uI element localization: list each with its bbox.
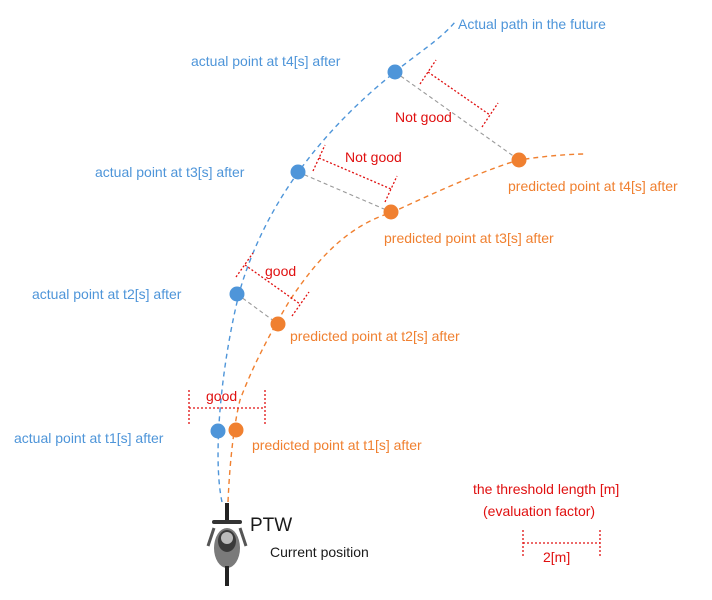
- actual-path-line: [217, 21, 456, 503]
- threshold-title-line1: the threshold length [m]: [473, 481, 619, 497]
- predicted-point-t4: [511, 152, 527, 168]
- actual-point-t4-label: actual point at t4[s] after: [191, 53, 341, 69]
- connector-t4: [394, 71, 520, 161]
- predicted-point-t3: [383, 204, 399, 220]
- actual-point-t1-label: actual point at t1[s] after: [14, 430, 164, 446]
- threshold-bracket-t3: [312, 144, 398, 203]
- threshold-title-line2: (evaluation factor): [483, 503, 595, 519]
- actual-point-t2: [229, 286, 245, 302]
- connector-t2: [236, 293, 279, 325]
- actual-point-t2-label: actual point at t2[s] after: [32, 286, 182, 302]
- threshold-bracket-t1: [188, 390, 266, 426]
- actual-point-t1: [210, 423, 226, 439]
- predicted-point-t3-label: predicted point at t3[s] after: [384, 230, 554, 246]
- connectors: [236, 71, 520, 325]
- actual-point-t4: [387, 64, 403, 80]
- predicted-point-t2: [270, 316, 286, 332]
- actual-path-label: Actual path in the future: [458, 16, 606, 32]
- motorcycle-rider-icon: [206, 503, 248, 586]
- actual-point-t3-label: actual point at t3[s] after: [95, 164, 245, 180]
- eval-t4-label: Not good: [395, 109, 452, 125]
- predicted-point-t1-label: predicted point at t1[s] after: [252, 437, 422, 453]
- vehicle-label: PTW: [250, 515, 292, 536]
- threshold-value-label: 2[m]: [543, 549, 570, 565]
- connector-t3: [297, 171, 392, 213]
- threshold-bracket-t4: [419, 59, 499, 128]
- predicted-point-t2-label: predicted point at t2[s] after: [290, 328, 460, 344]
- eval-t2-label: good: [265, 263, 296, 279]
- predicted-point-t1: [228, 422, 244, 438]
- predicted-point-t4-label: predicted point at t4[s] after: [508, 178, 678, 194]
- actual-point-t3: [290, 164, 306, 180]
- threshold-bracket-t2: [235, 252, 310, 317]
- threshold-legend-bracket: [522, 530, 601, 556]
- current-position-label: Current position: [270, 544, 369, 560]
- eval-t1-label: good: [206, 388, 237, 404]
- eval-t3-label: Not good: [345, 149, 402, 165]
